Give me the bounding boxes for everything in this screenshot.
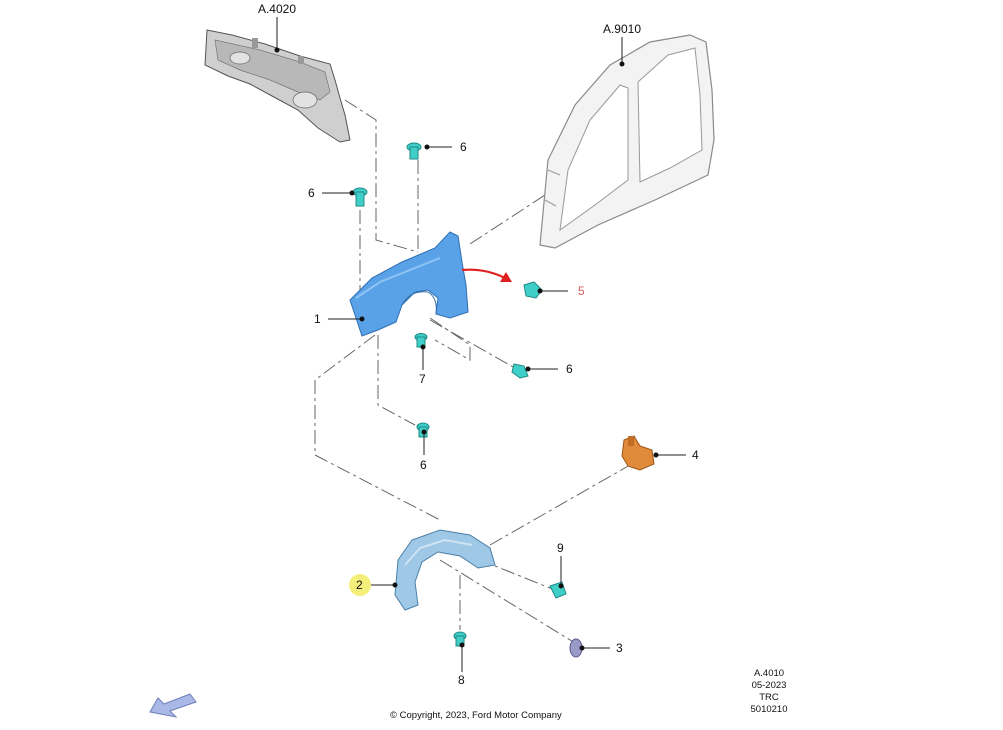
callout-9: 9 [557, 541, 564, 555]
bolt-6-left[interactable] [352, 187, 368, 207]
callout-6-lower: 6 [420, 458, 427, 472]
callout-5: 5 [578, 284, 585, 298]
dash-panel-part[interactable] [204, 29, 351, 143]
clip-5[interactable] [523, 281, 543, 299]
body-side-part[interactable] [539, 34, 715, 249]
callout-6-left: 6 [308, 186, 315, 200]
ref-label-a4020[interactable]: A.4020 [258, 2, 296, 16]
ref-code: A.4010 [753, 668, 785, 679]
leader-lines [274, 17, 686, 672]
callout-3: 3 [616, 641, 623, 655]
ref-region: TRC [759, 692, 779, 703]
callout-4: 4 [692, 448, 699, 462]
callout-6-top: 6 [460, 140, 467, 154]
callout-8: 8 [458, 673, 465, 687]
wheelhouse-liner-part[interactable] [394, 529, 496, 611]
direction-arrow [461, 268, 512, 282]
alignment-lines [314, 99, 631, 644]
bolt-6-top[interactable] [406, 142, 422, 160]
copyright-text: © Copyright, 2023, Ford Motor Company [390, 710, 562, 721]
callout-6-right: 6 [566, 362, 573, 376]
reference-block: A.4010 05-2023 TRC 5010210 [734, 668, 804, 716]
fasteners [352, 142, 567, 647]
ref-label-a9010[interactable]: A.9010 [603, 22, 641, 36]
fender-part[interactable] [349, 231, 469, 337]
ref-date: 05-2023 [751, 680, 787, 691]
ref-part-number: 5010210 [750, 704, 788, 715]
bolt-6-right[interactable] [511, 363, 529, 379]
liner-highlight [349, 574, 371, 596]
bolt-9[interactable] [549, 581, 567, 599]
callout-1: 1 [314, 312, 321, 326]
callout-2: 2 [356, 578, 363, 592]
nav-arrow-icon[interactable] [149, 693, 197, 718]
bolt-7[interactable] [414, 333, 428, 348]
labels: A.4020 A.9010 6 6 5 1 7 6 6 4 9 2 3 8 [258, 2, 699, 687]
callout-7: 7 [419, 372, 426, 386]
bracket-part[interactable] [621, 435, 655, 471]
